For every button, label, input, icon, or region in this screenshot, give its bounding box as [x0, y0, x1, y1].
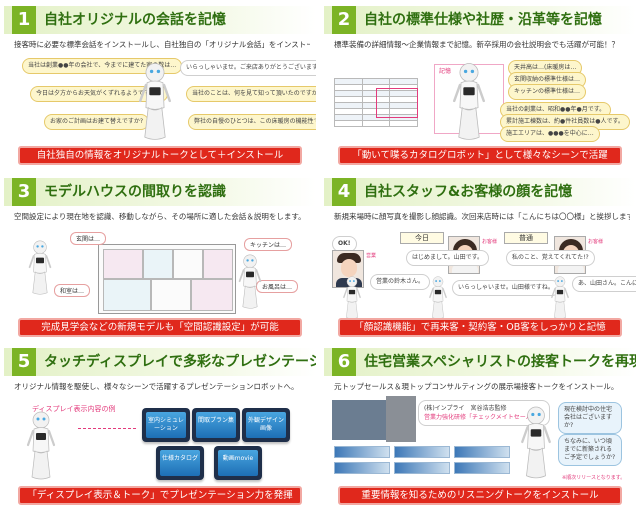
speech-bubble: はじめまして。山田です。	[406, 250, 490, 266]
speech-bubble: 私のこと、覚えてくれてた!?	[506, 250, 595, 266]
section-2: 2 自社の標準仕様や社歴・沿革等を記憶 標準装備の詳細情報～企業情報まで記憶。新…	[324, 4, 636, 170]
location-label: お風呂は…	[256, 280, 299, 293]
speech-bubble: お家のご計画はお建て替えですか?	[44, 114, 150, 130]
display-tile: 外観デザイン画像	[242, 408, 290, 442]
section-number: 1	[12, 6, 36, 34]
section-header: 3 モデルハウスの間取りを認識	[4, 178, 316, 206]
caption-line: 営業力強化研修「チェックメイトセールス」	[424, 414, 544, 421]
section-number: 3	[12, 178, 36, 206]
training-card-image	[334, 446, 390, 458]
pepper-robot-image	[550, 276, 570, 320]
day-label: 今日	[400, 232, 444, 244]
seminar-photo	[332, 400, 386, 440]
training-card-image	[394, 462, 450, 474]
section-description: 空間設定により現在地を認識、移動しながら、その場所に適した会話＆説明をします。	[14, 212, 306, 221]
spec-table-image	[334, 78, 418, 127]
speech-bubble: 営業の鈴木さん。	[370, 274, 431, 290]
display-tile: 動画movie	[214, 446, 262, 480]
section-number: 6	[332, 348, 356, 376]
speech-bubble: ちなみに、いつ頃までに新築されるご予定でしょうか?	[558, 434, 622, 466]
speech-bubble: いらっしゃいませ。ご来店ありがとうございます。	[180, 60, 316, 76]
customer-tag: お客様	[482, 239, 498, 245]
section-banner: 「ディスプレイ表示＆トーク」でプレゼンテーション力を発揮	[18, 486, 302, 505]
section-banner: 自社独自の情報をオリジナルトークとして＋インストール	[18, 146, 302, 165]
training-card-image	[334, 462, 390, 474]
pepper-robot-image	[342, 276, 362, 320]
section-description: 接客時に必要な標準会話をインストールし、自社独自の「オリジナル会話」をインストー…	[14, 40, 310, 49]
pepper-robot-image	[238, 254, 262, 310]
section-description: 標準装備の詳細情報～企業情報まで記憶。新卒採用の会社説明会でも活躍が可能！？	[334, 40, 619, 49]
display-label: ディスプレイ表示内容の例	[32, 405, 116, 413]
section-3: 3 モデルハウスの間取りを認識 空間設定により現在地を認識、移動しながら、その場…	[4, 176, 316, 342]
pepper-robot-image	[26, 410, 56, 482]
speech-bubble: いらっしゃいませ。山田様ですね。	[452, 280, 560, 296]
section-title: 自社スタッフ&お客様の顔を記憶	[364, 184, 573, 200]
training-card-image	[454, 462, 510, 474]
floor-plan-image	[98, 244, 236, 314]
location-label: キッチンは…	[244, 238, 293, 251]
caption-line: (株)インプライ 宮谷浩志監修	[424, 405, 507, 412]
section-header: 5 タッチディスプレイで多彩なプレゼンテーション	[4, 348, 316, 376]
section-title: 自社の標準仕様や社歴・沿革等を記憶	[364, 12, 602, 28]
pepper-robot-image	[520, 406, 552, 480]
tile-label: 室内シミュレーション	[146, 412, 186, 438]
section-title: モデルハウスの間取りを認識	[44, 184, 226, 200]
section-1: 1 自社オリジナルの会話を記憶 接客時に必要な標準会話をインストールし、自社独自…	[4, 4, 316, 170]
training-card-image	[394, 446, 450, 458]
section-number: 5	[12, 348, 36, 376]
customer-tag: お客様	[588, 239, 604, 245]
section-title: 住宅営業スペシャリストの接客トークを再現	[364, 354, 636, 370]
speech-bubble: あ、山田さん。こんにちは。	[572, 276, 636, 292]
section-4: 4 自社スタッフ&お客様の顔を記憶 新規来場時に顔写真を撮影し顔認識。次回来店時…	[324, 176, 636, 342]
section-header: 2 自社の標準仕様や社歴・沿革等を記憶	[324, 6, 636, 34]
section-title: タッチディスプレイで多彩なプレゼンテーション	[44, 354, 316, 370]
section-banner: 「顔認識機能」で再来客・契約客・OB客をしっかりと記憶	[338, 318, 622, 337]
memory-label: 記憶	[439, 68, 452, 75]
section-description: 新規来場時に顔写真を撮影し顔認識。次回来店時には「こんにちは〇〇様」と挨拶します…	[334, 212, 630, 221]
section-number: 4	[332, 178, 356, 206]
section-5: 5 タッチディスプレイで多彩なプレゼンテーション オリジナル情報を駆使し、様々な…	[4, 346, 316, 510]
pepper-robot-image	[428, 276, 448, 320]
section-header: 1 自社オリジナルの会話を記憶	[4, 6, 316, 34]
section-title: 自社オリジナルの会話を記憶	[44, 12, 226, 28]
section-banner: 完成見学会などの新規モデルも「空間認識設定」が可能	[18, 318, 302, 337]
pepper-robot-image	[452, 62, 486, 142]
section-banner: 「動いて喋るカタログロボット」として様々なシーンで活躍	[338, 146, 622, 165]
pepper-robot-image	[28, 240, 52, 296]
location-label: 玄関は…	[70, 232, 107, 245]
tile-label: 間取プラン集	[196, 412, 236, 438]
section-number: 2	[332, 6, 356, 34]
speech-bubble: 現在検討中の住宅会社はございますか?	[558, 402, 622, 434]
speech-bubble: 弊社の自慢のひとつは、この床暖房の機能性です。	[188, 114, 316, 130]
section-banner: 重要情報を知るためのリスニングトークをインストール	[338, 486, 622, 505]
release-note: ※順次リリースとなります。	[562, 475, 626, 481]
display-tile: 仕様カタログ	[156, 446, 204, 480]
section-header: 6 住宅営業スペシャリストの接客トークを再現	[324, 348, 636, 376]
location-label: 和室は…	[54, 284, 91, 297]
training-card-image	[454, 446, 510, 458]
display-tile: 室内シミュレーション	[142, 408, 190, 442]
section-header: 4 自社スタッフ&お客様の顔を記憶	[324, 178, 636, 206]
section-description: 元トップセールス＆現トップコンサルティングの展示場接客トークをインストール。	[334, 382, 619, 391]
connector-line	[78, 428, 136, 429]
section-description: オリジナル情報を駆使し、様々なシーンで活躍するプレゼンテーションロボットへ。	[14, 382, 299, 391]
highlight-frame	[376, 88, 418, 118]
speech-bubble: キッチンの標準仕様は…	[508, 84, 587, 100]
pepper-robot-image	[138, 62, 172, 142]
tile-label: 外観デザイン画像	[246, 412, 286, 438]
speech-bubble: 当社のことは、何を見て知って頂いたのですか?	[186, 86, 316, 102]
display-tile: 間取プラン集	[192, 408, 240, 442]
speaker-photo	[386, 396, 416, 442]
section-6: 6 住宅営業スペシャリストの接客トークを再現 元トップセールス＆現トップコンサル…	[324, 346, 636, 510]
tile-label: 動画movie	[218, 450, 258, 476]
speech-bubble: 施工エリアは、●●●を中心に…	[500, 126, 600, 142]
day-label: 普通	[504, 232, 548, 244]
staff-tag: 営業	[366, 253, 377, 259]
tile-label: 仕様カタログ	[160, 450, 200, 476]
